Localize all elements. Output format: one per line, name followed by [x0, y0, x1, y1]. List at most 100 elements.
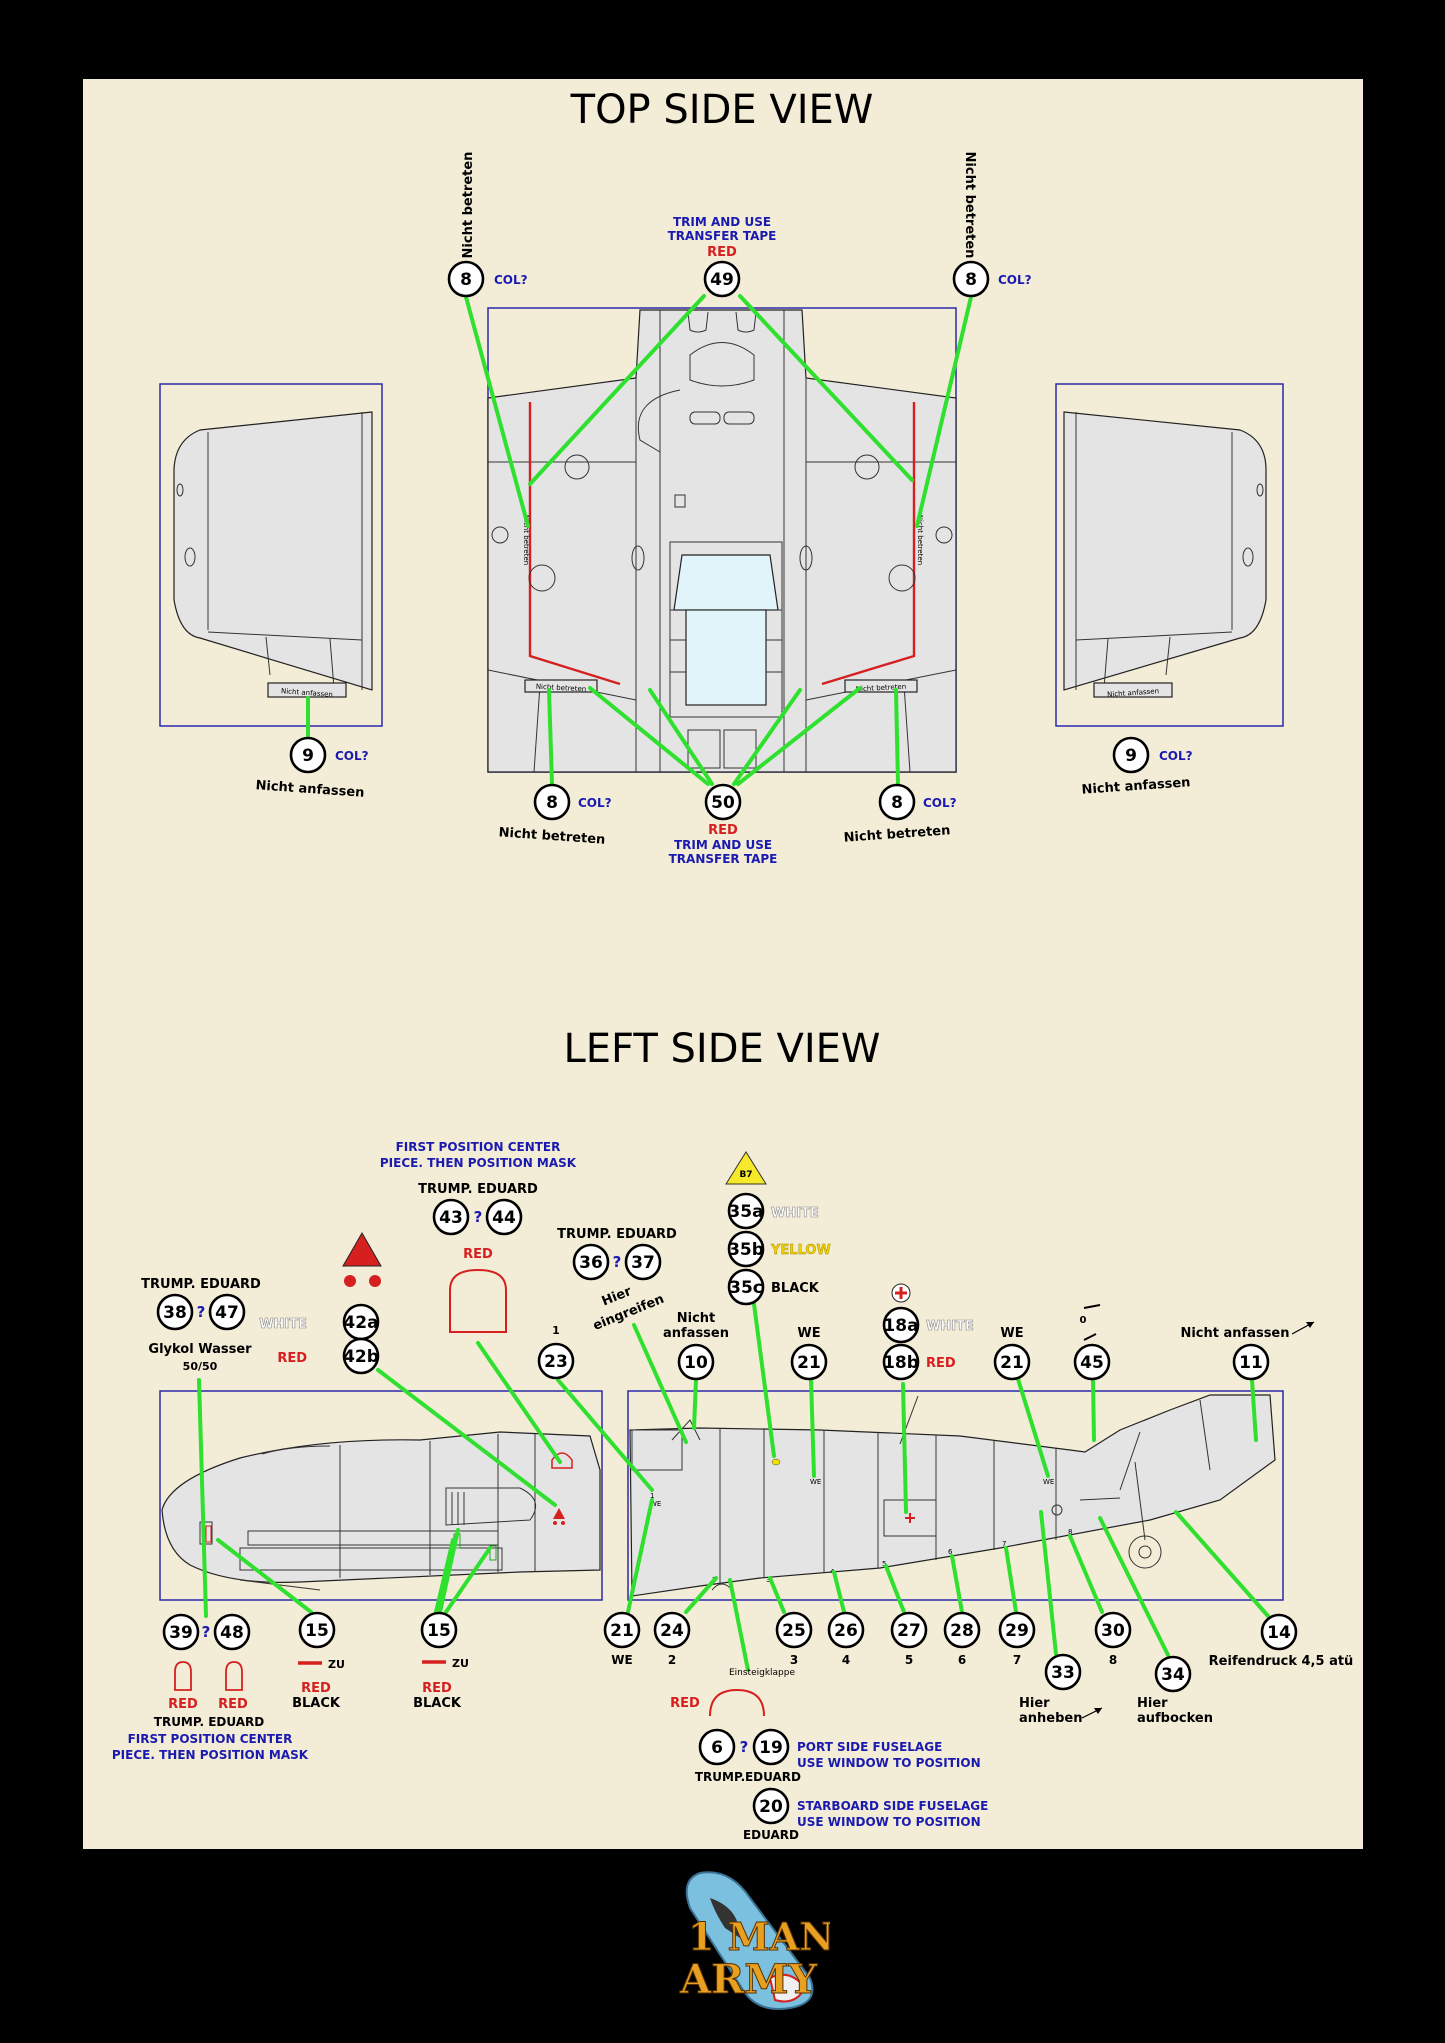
svg-text:8: 8 — [1068, 1528, 1072, 1536]
svg-text:TRIM AND USE: TRIM AND USE — [674, 838, 772, 852]
svg-text:25: 25 — [782, 1621, 806, 1641]
svg-text:Hier: Hier — [1019, 1696, 1050, 1711]
svg-text:WE: WE — [1043, 1478, 1054, 1486]
svg-text:35a: 35a — [728, 1202, 763, 1222]
svg-text:50: 50 — [711, 793, 735, 813]
svg-text:8: 8 — [546, 793, 558, 813]
svg-text:7: 7 — [1002, 1540, 1006, 1548]
svg-text:21: 21 — [610, 1621, 634, 1641]
svg-text:15: 15 — [305, 1621, 329, 1641]
stencil-nicht-betreten-right: Nicht betreten — [856, 683, 907, 694]
svg-text:COL?: COL? — [1159, 749, 1193, 763]
svg-text:6: 6 — [711, 1738, 723, 1758]
red-triangle-marking — [342, 1231, 382, 1287]
svg-text:33: 33 — [1051, 1663, 1075, 1683]
svg-text:47: 47 — [215, 1303, 239, 1323]
svg-text:TRUMP. EDUARD: TRUMP. EDUARD — [141, 1277, 261, 1292]
callout-26: 26 4 — [827, 1611, 865, 1667]
svg-text:WHITE: WHITE — [771, 1206, 819, 1221]
callout-8-top-left: 8 COL? Nicht betreten — [447, 152, 528, 298]
callout-49: TRIM AND USE TRANSFER TAPE RED 49 — [668, 215, 776, 298]
fuselage-side-drawing: 1 WE WE WE 2 3 4 5 6 7 8 — [629, 1394, 1276, 1597]
svg-text:7: 7 — [1013, 1653, 1021, 1667]
svg-text:ZU: ZU — [452, 1657, 469, 1670]
svg-text:24: 24 — [660, 1621, 684, 1641]
svg-text:RED: RED — [422, 1681, 452, 1696]
callout-28: 28 6 — [943, 1611, 981, 1667]
svg-text:Nicht: Nicht — [677, 1311, 716, 1326]
svg-text:RED: RED — [926, 1356, 956, 1371]
svg-text:19: 19 — [759, 1738, 783, 1758]
svg-text:Nicht anfassen: Nicht anfassen — [1081, 775, 1191, 798]
svg-text:34: 34 — [1161, 1665, 1185, 1685]
logo-line-2: ARMY — [679, 1956, 818, 2003]
svg-text:TRIM AND USE: TRIM AND USE — [673, 215, 771, 229]
svg-text:3: 3 — [766, 1576, 770, 1584]
svg-text:Nicht betreten: Nicht betreten — [498, 825, 606, 847]
einsteigklappe-label: Einsteigklappe — [729, 1668, 796, 1678]
svg-text:Einsteigklappe: Einsteigklappe — [729, 1668, 796, 1678]
svg-text:Glykol Wasser: Glykol Wasser — [148, 1342, 252, 1357]
svg-text:TRUMP. EDUARD: TRUMP. EDUARD — [557, 1227, 677, 1242]
svg-text:20: 20 — [759, 1797, 783, 1817]
svg-text:9: 9 — [302, 746, 314, 766]
svg-text:14: 14 — [1267, 1623, 1291, 1643]
callout-6-19: RED 6 ? 19 TRUMP. EDUARD PORT SIDE FUSEL… — [670, 1688, 981, 1784]
stencil-nicht-betreten-vertical-left: Nicht betreten — [522, 515, 530, 565]
svg-text:RED: RED — [708, 823, 738, 838]
svg-text:USE WINDOW TO POSITION: USE WINDOW TO POSITION — [797, 1815, 981, 1829]
callout-15-b: 15 ZU RED BLACK — [413, 1611, 469, 1711]
svg-text:1: 1 — [552, 1324, 560, 1337]
svg-text:Nicht betreten: Nicht betreten — [843, 823, 951, 845]
svg-text:USE WINDOW TO POSITION: USE WINDOW TO POSITION — [797, 1756, 981, 1770]
hier-eingreifen-label: Hier eingreifen — [591, 1284, 666, 1334]
svg-text:1: 1 — [650, 1492, 654, 1500]
callout-30: 30 8 — [1094, 1611, 1132, 1667]
callout-38-47: TRUMP. EDUARD 38 ? 47 Glykol Wasser 50/5… — [141, 1277, 261, 1373]
stencil-nicht-betreten-vertical-right: Nicht betreten — [916, 515, 924, 565]
svg-text:42b: 42b — [343, 1347, 379, 1367]
svg-text:aufbocken: aufbocken — [1137, 1711, 1213, 1726]
svg-text:5: 5 — [882, 1560, 886, 1568]
svg-text:BLACK: BLACK — [771, 1281, 820, 1296]
svg-text:?: ? — [740, 1738, 749, 1756]
svg-text:anheben: anheben — [1019, 1711, 1082, 1726]
callout-21-b: WE 21 — [993, 1326, 1031, 1381]
brand-logo: 1 MAN ARMY — [679, 1871, 830, 2010]
svg-text:8: 8 — [891, 793, 903, 813]
callout-29: 29 7 — [998, 1611, 1036, 1667]
svg-text:2: 2 — [668, 1653, 676, 1667]
svg-text:FIRST POSITION CENTER: FIRST POSITION CENTER — [396, 1140, 561, 1154]
callout-9-left: 9 COL? Nicht anfassen — [255, 736, 369, 801]
svg-text:B7: B7 — [739, 1170, 752, 1180]
callout-35abc: B7 35a WHITE 35b YELLOW 35c BLACK — [725, 1151, 831, 1306]
svg-text:RED: RED — [218, 1697, 248, 1712]
svg-text:18b: 18b — [883, 1353, 919, 1373]
svg-text:TRUMP. EDUARD: TRUMP. EDUARD — [418, 1182, 538, 1197]
svg-text:RED: RED — [301, 1681, 331, 1696]
callout-33: 33 Hier anheben — [1019, 1653, 1103, 1726]
side-leader-lines — [197, 1302, 1270, 1672]
callout-23: 1 23 — [537, 1324, 575, 1380]
nose-section-frame — [159, 1390, 603, 1601]
center-top-drawing: Nicht betreten Nicht betreten Nicht betr… — [487, 309, 957, 773]
svg-text:18a: 18a — [883, 1316, 918, 1336]
svg-text:?: ? — [202, 1623, 211, 1641]
top-view-title: TOP SIDE VIEW — [570, 87, 874, 133]
svg-text:4: 4 — [842, 1653, 850, 1667]
svg-text:6: 6 — [958, 1653, 966, 1667]
callout-18a-18b: 18a WHITE 18b RED — [882, 1283, 974, 1381]
svg-text:Reifendruck 4,5 atü: Reifendruck 4,5 atü — [1209, 1654, 1354, 1669]
right-wing-tip-drawing: Nicht anfassen — [1063, 411, 1267, 699]
svg-text:37: 37 — [631, 1253, 655, 1273]
svg-text:8: 8 — [1109, 1653, 1117, 1667]
svg-text:TRANSFER TAPE: TRANSFER TAPE — [669, 852, 778, 866]
svg-text:5: 5 — [905, 1653, 913, 1667]
svg-text:BLACK: BLACK — [292, 1696, 341, 1711]
svg-text:Nicht betreten: Nicht betreten — [461, 152, 476, 259]
stencil-nicht-anfassen-right: Nicht anfassen — [1107, 687, 1159, 699]
svg-text:Nicht anfassen: Nicht anfassen — [1180, 1326, 1289, 1341]
svg-text:PIECE. THEN POSITION MASK: PIECE. THEN POSITION MASK — [380, 1156, 577, 1170]
svg-text:27: 27 — [897, 1621, 921, 1641]
callout-25: 25 3 — [775, 1611, 813, 1667]
